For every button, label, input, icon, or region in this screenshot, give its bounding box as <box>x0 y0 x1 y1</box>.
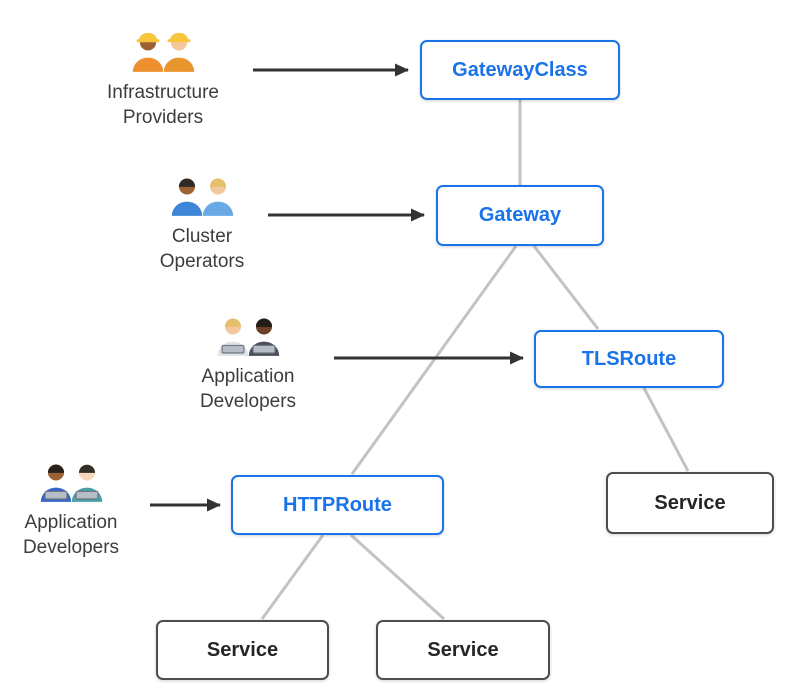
technologist-icon <box>71 464 102 502</box>
mechanic-icons <box>168 170 237 216</box>
persona-infrastructure-providers: Infrastructure Providers <box>83 26 243 130</box>
node-httproute: HTTPRoute <box>231 475 444 535</box>
node-service-label: Service <box>427 638 499 661</box>
node-gateway-label: Gateway <box>478 204 562 226</box>
node-service-http-1: Service <box>156 620 329 680</box>
node-service-label: Service <box>654 491 726 514</box>
persona-application-developers-tls: Application Developers <box>168 310 328 414</box>
hierarchy-edges <box>260 100 690 621</box>
node-service-http-2: Service <box>376 620 550 680</box>
construction-worker-icon <box>132 32 163 72</box>
node-service-label: Service <box>206 638 279 661</box>
persona-label: Application Developers <box>22 512 120 559</box>
technologist-icon <box>248 318 279 356</box>
node-gateway: Gateway <box>436 185 604 246</box>
node-tlsroute: TLSRoute <box>534 330 724 388</box>
persona-label: Cluster Operators <box>159 226 245 273</box>
node-httproute-label: HTTPRoute <box>283 493 392 516</box>
persona-label: Infrastructure Providers <box>107 82 219 129</box>
construction-worker-icons <box>129 26 198 72</box>
mechanic-icon <box>171 178 202 216</box>
node-gatewayclass: GatewayClass <box>420 40 620 100</box>
persona-label: Application Developers <box>199 366 297 413</box>
node-service-tls: Service <box>606 472 774 534</box>
node-tlsroute-label: TLSRoute <box>581 347 677 370</box>
construction-worker-icon <box>163 32 194 72</box>
node-gatewayclass-label: GatewayClass <box>452 58 588 81</box>
technologist-icon <box>40 464 71 502</box>
technologist-icon <box>217 318 248 356</box>
technologist-icons <box>37 456 106 502</box>
persona-application-developers-http: Application Developers <box>0 456 142 560</box>
persona-cluster-operators: Cluster Operators <box>142 170 262 274</box>
mechanic-icon <box>202 178 233 216</box>
technologist-icons <box>214 310 283 356</box>
persona-arrows <box>150 63 524 512</box>
